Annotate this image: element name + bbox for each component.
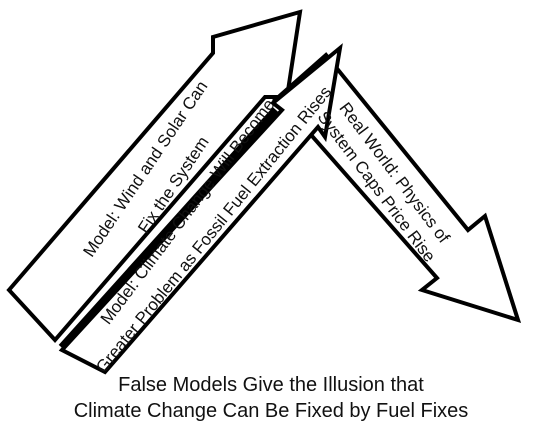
real-world-arrow bbox=[271, 52, 522, 324]
caption-line1: False Models Give the Illusion that bbox=[118, 374, 424, 396]
caption-line2: Climate Change Can Be Fixed by Fuel Fixe… bbox=[73, 400, 469, 422]
climate-change-arrow bbox=[58, 43, 343, 375]
caption: False Models Give the Illusion that Clim… bbox=[0, 372, 542, 424]
wind-solar-arrow bbox=[6, 9, 303, 344]
